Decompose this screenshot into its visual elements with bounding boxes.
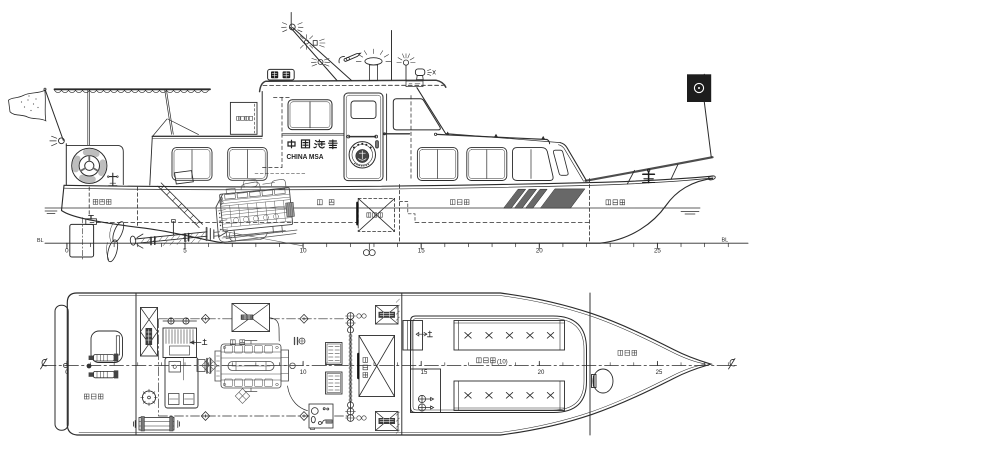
svg-text:25: 25 [654, 247, 661, 254]
svg-text:20: 20 [538, 370, 545, 376]
svg-text:10: 10 [300, 247, 307, 254]
svg-text:20: 20 [536, 247, 543, 254]
svg-text:15: 15 [421, 370, 428, 376]
svg-text:BL: BL [722, 238, 729, 244]
svg-text:0: 0 [65, 247, 69, 254]
svg-text:CHINA MSA: CHINA MSA [287, 152, 324, 161]
svg-text:(10): (10) [497, 359, 508, 365]
svg-text:15: 15 [418, 247, 425, 254]
svg-text:5: 5 [183, 247, 187, 254]
svg-text:10: 10 [300, 370, 307, 376]
svg-text:BL: BL [37, 238, 44, 244]
svg-text:25: 25 [656, 370, 663, 376]
